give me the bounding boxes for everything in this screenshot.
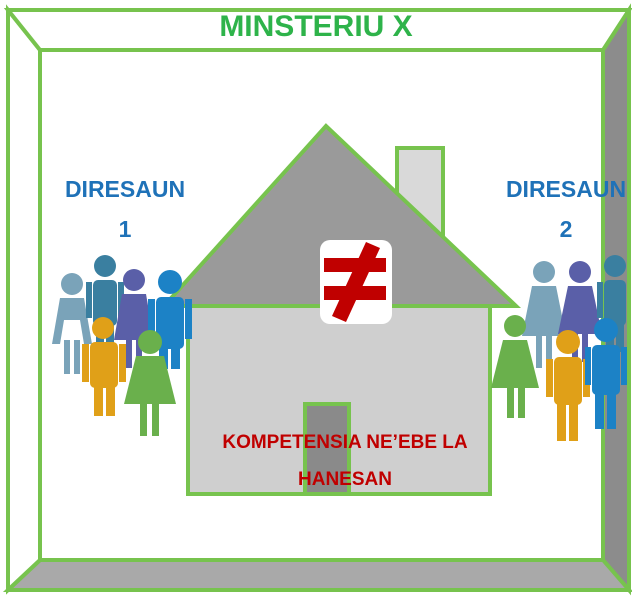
house xyxy=(159,123,522,496)
not-equal-icon xyxy=(320,240,392,324)
person-figure xyxy=(114,269,154,368)
left-wall xyxy=(6,4,42,595)
person-figure xyxy=(82,317,126,416)
department-2-label: DIRESAUN xyxy=(505,176,627,202)
people-group-1 xyxy=(52,255,192,436)
department-1-number: 1 xyxy=(118,216,132,242)
person-figure xyxy=(124,330,176,436)
house-door xyxy=(303,402,351,496)
people-group-2 xyxy=(491,255,627,441)
ministry-title: MINSTERIU X xyxy=(219,10,413,43)
department-1-label: DIRESAUN xyxy=(64,176,186,202)
person-figure xyxy=(491,315,539,418)
person-figure xyxy=(585,318,627,429)
person-figure xyxy=(52,273,92,374)
person-figure xyxy=(522,261,566,368)
department-2-number: 2 xyxy=(559,216,573,242)
floor xyxy=(2,558,632,592)
competency-note: KOMPETENSIA NE’EBE LA HANESAN xyxy=(222,432,468,490)
